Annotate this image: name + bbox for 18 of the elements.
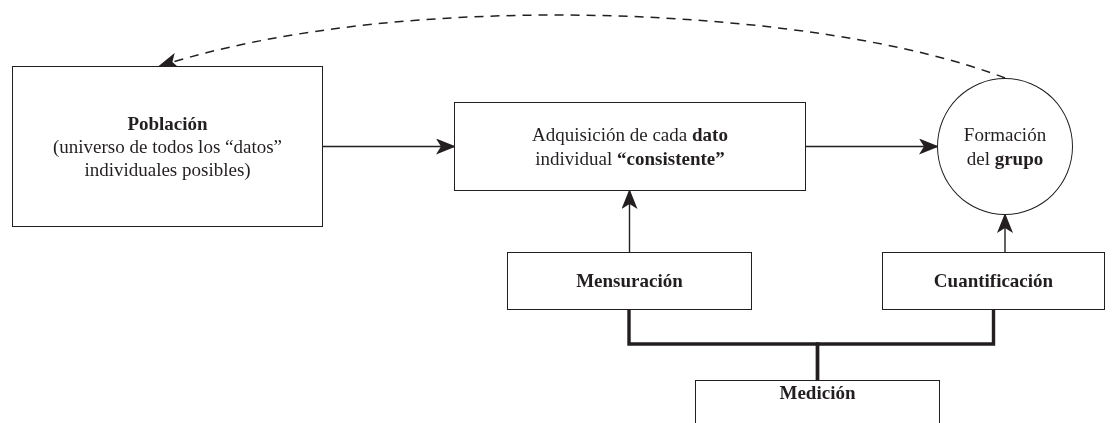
node-text: Cuantificación <box>933 269 1054 293</box>
node-text: Mensuración <box>576 269 683 293</box>
dashed-feedback-arrow <box>158 14 1006 79</box>
arrow <box>322 138 456 155</box>
node-text: Formación del grupo <box>962 123 1048 170</box>
arrow <box>805 138 939 155</box>
arrow <box>997 213 1013 253</box>
arrow <box>621 189 638 253</box>
process-box <box>695 380 940 423</box>
process-box <box>454 102 806 191</box>
node-description: (universo de todos los “datos” individuales posibles) <box>52 134 283 182</box>
node-text: Medición <box>779 381 856 405</box>
process-box <box>882 252 1105 310</box>
node-text: Adquisición de cada dato individual “consistente” <box>531 123 729 170</box>
node-heading: Población <box>127 111 208 135</box>
connector-line <box>815 310 996 380</box>
process-box <box>507 252 752 310</box>
population-box <box>12 66 323 227</box>
